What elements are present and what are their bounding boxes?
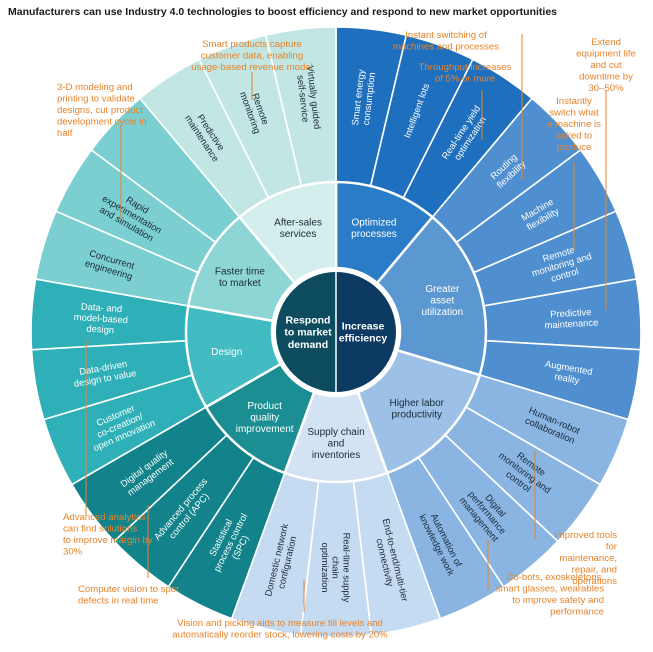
outer-segment-label: Customerco-creation/open innovation: [83, 397, 157, 453]
middle-segment: [375, 215, 488, 377]
outer-segment-label: Virtually guidedself-service: [294, 65, 323, 131]
center-left-half: [276, 272, 336, 392]
middle-segment-label: Design: [211, 347, 242, 358]
center-right-half: [336, 272, 396, 392]
middle-segment: [356, 348, 482, 475]
annotation-text: Co-bots, exoskeletons,smart glasses, wea…: [496, 572, 604, 618]
middle-segment: [237, 180, 338, 285]
outer-segment-label: Data- andmodel-baseddesign: [73, 300, 129, 336]
annotation-text: Vision and picking aids to measure fill …: [172, 618, 388, 641]
outer-segment-label: Predictivemaintenance: [544, 306, 599, 331]
outer-segment-label: Real-time supplychainoptimization: [320, 533, 353, 603]
outer-segment-label: Smart energyconsumption: [349, 69, 377, 128]
page-title: Manufacturers can use Industry 4.0 techn…: [8, 6, 558, 18]
